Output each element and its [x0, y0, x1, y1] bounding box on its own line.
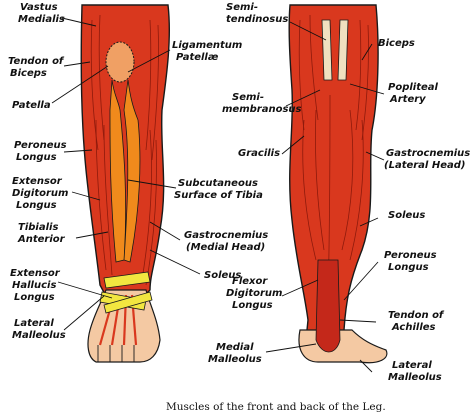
front-leader-lines [51, 17, 201, 331]
front-leg-muscles [80, 4, 170, 301]
label-peroneus-longus-back: Peroneus Longus [384, 250, 440, 273]
label-tendon-of-achilles: Tendon of Achilles [388, 310, 447, 333]
label-tendon-of-biceps: Tendon of Biceps [8, 56, 67, 79]
label-semitendinosus: Semi- tendinosus [226, 2, 288, 25]
achilles-shape [315, 259, 341, 353]
label-subcutaneous-tibia: Subcutaneous Surface of Tibia [174, 178, 263, 201]
tibia-surface-shape [109, 79, 141, 263]
label-ligamentum-patellae: Ligamentum Patellæ [172, 40, 246, 63]
back-labels: Semi- tendinosus Semi- membranosus Graci… [208, 2, 474, 383]
label-lateral-malleolus-front: Lateral Malleolus [12, 318, 66, 341]
front-labels: Vastus Medialis Tendon of Biceps Patella… [8, 2, 272, 341]
label-patella: Patella [12, 100, 51, 111]
label-medial-malleolus: Medial Malleolus [208, 342, 262, 365]
ankle-ligaments [99, 271, 153, 314]
label-popliteal-artery: Popliteal Artery [388, 82, 441, 105]
label-biceps: Biceps [378, 38, 415, 49]
label-gracilis: Gracilis [238, 148, 280, 159]
label-semimembranosus: Semi- membranosus [222, 92, 302, 115]
label-extensor-hallucis: Extensor Hallucis Longus [10, 268, 63, 303]
label-soleus-back: Soleus [388, 210, 425, 221]
label-gastrocnemius-lateral: Gastrocnemius (Lateral Head) [384, 148, 474, 171]
label-gastrocnemius-medial: Gastrocnemius (Medial Head) [184, 230, 272, 253]
back-leg [288, 4, 388, 364]
label-soleus-front: Soleus [204, 270, 241, 281]
back-foot-shape [298, 329, 388, 364]
front-toes [97, 345, 135, 362]
label-flexor-digitorum: Flexor Digitorum Longus [226, 276, 286, 311]
patella-shape [105, 41, 135, 83]
label-peroneus-longus-front: Peroneus Longus [14, 140, 70, 163]
label-vastus-medialis: Vastus Medialis [18, 2, 65, 25]
front-striations [90, 14, 159, 286]
label-tibialis-anterior: Tibialis Anterior [17, 222, 66, 245]
figure-caption: Muscles of the front and back of the Leg… [166, 401, 386, 413]
hamstring-tendons [321, 19, 349, 81]
back-leader-lines [265, 21, 385, 373]
label-extensor-digitorum: Extensor Digitorum Longus [12, 176, 72, 211]
label-lateral-malleolus-back: Lateral Malleolus [388, 360, 442, 383]
front-leg [80, 4, 170, 363]
